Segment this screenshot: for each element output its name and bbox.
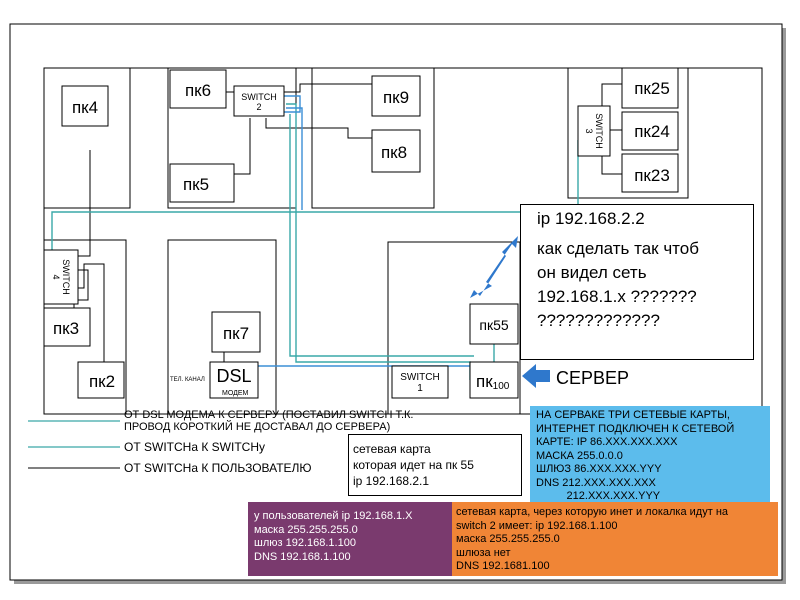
pc25-label: пк25 xyxy=(634,79,670,98)
switch1-box xyxy=(391,365,449,399)
legend-dsl-text: ОТ DSL МОДЕМА К СЕРВЕРУ (ПОСТАВИЛ SWITCH… xyxy=(124,409,413,433)
pc23-box xyxy=(621,153,679,193)
room-pc4 xyxy=(43,67,131,209)
switch3-label: SWITCH 3 xyxy=(584,113,604,149)
switch2-netcard-note: сетевая карта, через которую инет и лока… xyxy=(452,502,778,576)
users-note-line: шлюз 192.168.1.100 xyxy=(254,537,356,549)
pc6-box xyxy=(169,69,227,109)
pc5-label: пк5 xyxy=(183,175,209,194)
switch4-box xyxy=(43,249,79,305)
dsl-sub-label: МОДЕМ xyxy=(222,390,249,397)
wire-sw3-pc23 xyxy=(601,154,622,175)
pc24-box xyxy=(621,111,679,151)
pc3-box xyxy=(43,307,91,347)
pc24-label: пк24 xyxy=(634,122,670,141)
wire-sw2-down xyxy=(286,107,303,210)
wire-sw2-pc5 xyxy=(234,118,251,175)
phone-channel-label: ТЕЛ. КАНАЛ xyxy=(170,377,205,383)
arrow-to-pc55-icon xyxy=(470,236,518,298)
dsl-label: DSL xyxy=(216,366,251,386)
netcard-line: которая идет на пк 55 xyxy=(353,458,474,472)
switch2-box xyxy=(233,85,285,117)
wire-sw2-pc8 xyxy=(265,118,372,139)
wire-sw2-pc9 xyxy=(283,83,372,93)
switch2-note-line: сетевая карта, через которую инет и лока… xyxy=(456,506,729,518)
switch2-note-line: switch 2 имеет: ip 192.168.1.100 xyxy=(456,519,618,532)
users-note: у пользователей ip 192.168.1.Х маска 255… xyxy=(248,502,452,576)
pc8-label: пк8 xyxy=(381,143,407,162)
pc9-label: пк9 xyxy=(383,88,409,107)
switch2-note-line: DNS 192.1681.100 xyxy=(456,560,550,572)
pc23-label: пк23 xyxy=(634,166,670,185)
pc7-box xyxy=(211,311,261,353)
pc9-box xyxy=(371,75,421,117)
pc4-label: пк4 xyxy=(72,98,98,117)
wire-sw2-sw1-b xyxy=(289,114,474,357)
legend-switch-user-text: ОТ SWITCHа К ПОЛЬЗОВАТЕЛЮ xyxy=(124,461,312,475)
wire-sw2-loop xyxy=(280,95,301,113)
server-cards-note: НА СЕРВАКЕ ТРИ СЕТЕВЫЕ КАРТЫ, ИНТЕРНЕТ П… xyxy=(530,406,770,508)
wire-sw4-pc2 xyxy=(78,263,105,362)
wire-sw3-pc25 xyxy=(601,83,622,106)
legend-dsl-line2: ПРОВОД КОРОТКИЙ НЕ ДОСТАВАЛ ДО СЕРВЕРА) xyxy=(124,421,391,433)
svg-text:3: 3 xyxy=(584,128,594,133)
pc3-label: пк3 xyxy=(53,319,79,338)
pc25-box xyxy=(621,67,679,109)
svg-text:SWITCH: SWITCH xyxy=(61,259,71,295)
wire-sw4-sw3 xyxy=(51,140,579,250)
switch3-box xyxy=(577,105,611,157)
room-pc7 xyxy=(167,239,277,415)
pc6-label: пк6 xyxy=(185,81,211,100)
pc55-label: пк55 xyxy=(479,317,508,333)
pc55-box xyxy=(469,303,519,345)
pc7-label: пк7 xyxy=(223,324,249,343)
pc2-label: пк2 xyxy=(89,372,115,391)
svg-text:4: 4 xyxy=(51,274,61,279)
users-note-line: DNS 192.168.1.100 xyxy=(254,550,351,563)
users-note-line: маска 255.255.255.0 xyxy=(254,523,358,536)
question-ip: ip 192.168.2.2 xyxy=(537,209,645,228)
switch4-label: SWITCH 4 xyxy=(51,259,71,295)
pc8-box xyxy=(371,129,421,173)
server-label: СЕРВЕР xyxy=(556,368,630,388)
legend-switch-switch-text: ОТ SWITCHа К SWITCHу xyxy=(124,440,265,454)
question-box: ip 192.168.2.2 как сделать так чтоб он в… xyxy=(520,204,754,360)
server-cards-line: 212.XXX.XXX.YYY xyxy=(536,490,661,502)
pc100-label: пк100 xyxy=(476,372,510,392)
server-cards-line: НА СЕРВАКЕ ТРИ СЕТЕВЫЕ КАРТЫ, xyxy=(536,409,730,421)
question-line: 192.168.1.х ??????? xyxy=(537,287,697,306)
pc4-box xyxy=(61,85,109,127)
server-cards-line: КАРТЕ: IP 86.XXX.XXX.XXX xyxy=(536,436,678,448)
wire-sw4-pc4 xyxy=(78,150,91,257)
legend-dsl-line1: ОТ DSL МОДЕМА К СЕРВЕРУ (ПОСТАВИЛ SWITCH… xyxy=(124,409,414,421)
question-line: ????????????? xyxy=(537,311,660,330)
pc100-box xyxy=(469,361,519,399)
pc5-box xyxy=(169,163,235,203)
switch2-note-line: маска 255.255.255.0 xyxy=(456,533,560,545)
server-cards-line: ИНТЕРНЕТ ПОДКЛЮЧЕН К СЕТЕВОЙ xyxy=(536,422,735,435)
dsl-modem-box xyxy=(209,361,259,399)
pc2-box xyxy=(77,361,125,399)
netcard-pc55-note: сетевая карта которая идет на пк 55 ip 1… xyxy=(348,434,522,496)
server-cards-line: ШЛЮЗ 86.XXX.XXX.YYY xyxy=(536,463,662,475)
room-pc8-pc9 xyxy=(311,67,435,209)
switch2-note-line: шлюза нет xyxy=(456,546,511,559)
svg-text:SWITCH: SWITCH xyxy=(594,113,604,149)
netcard-line: ip 192.168.2.1 xyxy=(353,474,430,488)
arrow-to-server-icon xyxy=(522,364,550,388)
question-line: как сделать так чтоб xyxy=(537,239,699,258)
server-cards-line: МАСКА 255.0.0.0 xyxy=(536,449,623,462)
question-line: он видел сеть xyxy=(537,263,647,282)
server-cards-line: DNS 212.XXX.XXX.XXX xyxy=(536,476,656,489)
netcard-line: сетевая карта xyxy=(353,442,431,456)
users-note-line: у пользователей ip 192.168.1.Х xyxy=(254,510,413,522)
